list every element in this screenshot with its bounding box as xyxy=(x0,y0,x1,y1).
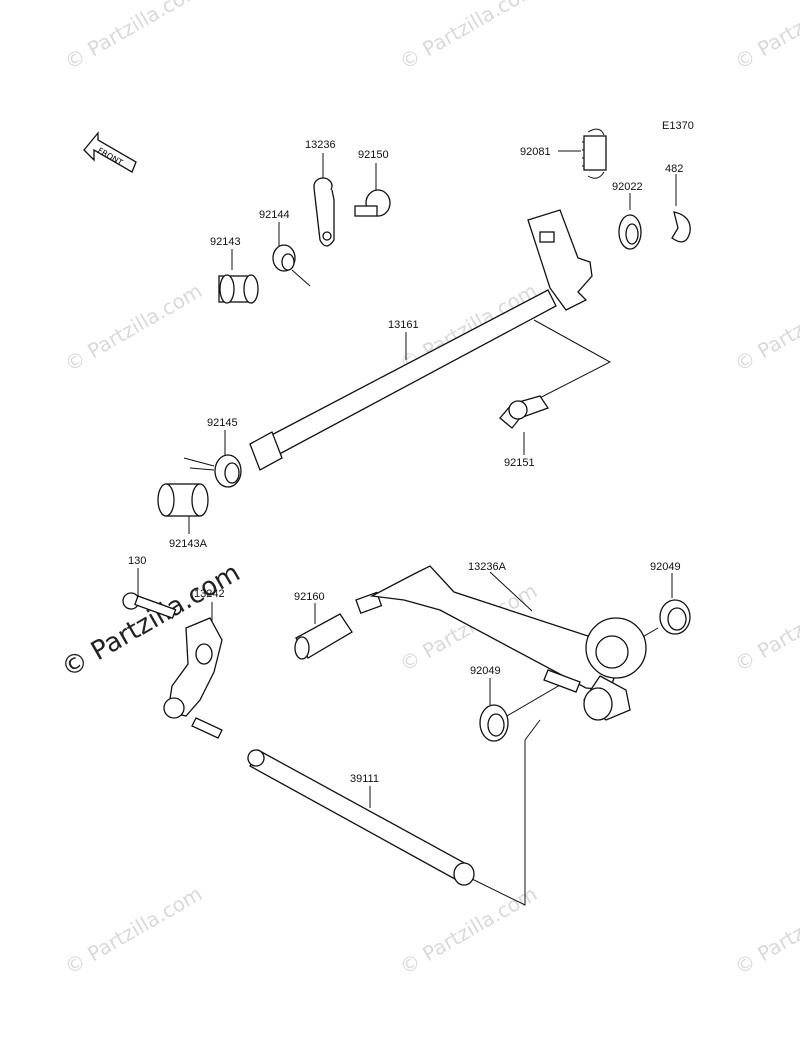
callout-13242: 13242 xyxy=(194,588,225,600)
part-92144-spring[interactable] xyxy=(272,244,311,287)
part-13236-shift-lever[interactable] xyxy=(313,177,335,247)
callout-130: 130 xyxy=(128,555,146,567)
watermark: © Partzilla.com xyxy=(731,881,800,979)
part-92143-collar[interactable] xyxy=(218,274,259,304)
diagram-code: E1370 xyxy=(662,120,694,132)
watermark: © Partzilla.com xyxy=(731,578,800,676)
watermark: © Partzilla.com xyxy=(396,881,542,979)
part-92145-spring[interactable] xyxy=(183,454,242,488)
part-13242-shift-arm[interactable] xyxy=(163,617,223,739)
part-482-circlip[interactable] xyxy=(671,211,691,243)
watermark-large: © Partzilla.com xyxy=(57,558,246,684)
watermark: © Partzilla.com xyxy=(61,0,207,74)
leader-lines xyxy=(137,150,677,906)
part-92049-bolt-upper[interactable] xyxy=(659,599,691,635)
watermark: © Partzilla.com xyxy=(61,881,207,979)
callout-92049-lower: 92049 xyxy=(470,665,501,677)
part-92160-rubber[interactable] xyxy=(294,613,353,660)
part-92143A-collar[interactable] xyxy=(157,483,209,517)
watermark: © Partzilla.com xyxy=(396,0,542,74)
callout-92150: 92150 xyxy=(358,149,389,161)
part-92150-bolt[interactable] xyxy=(354,189,391,217)
callout-92144: 92144 xyxy=(259,209,290,221)
part-92049-bolt-lower[interactable] xyxy=(479,669,581,742)
part-92022-washer[interactable] xyxy=(618,214,642,250)
callout-92151: 92151 xyxy=(504,457,535,469)
callout-92143A: 92143A xyxy=(169,538,208,550)
callout-92145: 92145 xyxy=(207,417,238,429)
callout-13236A: 13236A xyxy=(468,561,507,573)
callout-92049-upper: 92049 xyxy=(650,561,681,573)
part-92151-bolt[interactable] xyxy=(499,395,550,429)
watermark: © Partzilla.com xyxy=(731,278,800,376)
callout-482: 482 xyxy=(665,163,683,175)
callout-92022: 92022 xyxy=(612,181,643,193)
callout-labels: 13236 92150 92081 92022 482 92144 92143 … xyxy=(128,139,683,785)
callout-13236: 13236 xyxy=(305,139,336,151)
part-92081-spring[interactable] xyxy=(581,128,607,179)
part-13161-shift-shaft[interactable] xyxy=(249,209,593,471)
callout-92081: 92081 xyxy=(520,146,551,158)
front-arrow-icon: FRONT xyxy=(83,131,137,173)
callout-92143: 92143 xyxy=(210,236,241,248)
callout-13161: 13161 xyxy=(388,319,419,331)
callout-39111: 39111 xyxy=(350,773,379,785)
watermark: © Partzilla.com xyxy=(61,278,207,376)
callout-92160: 92160 xyxy=(294,591,325,603)
part-39111-tie-rod[interactable] xyxy=(247,749,475,886)
part-130-bolt[interactable] xyxy=(122,592,177,619)
watermark: © Partzilla.com xyxy=(731,0,800,74)
part-13236A-shift-pedal[interactable] xyxy=(355,565,647,721)
